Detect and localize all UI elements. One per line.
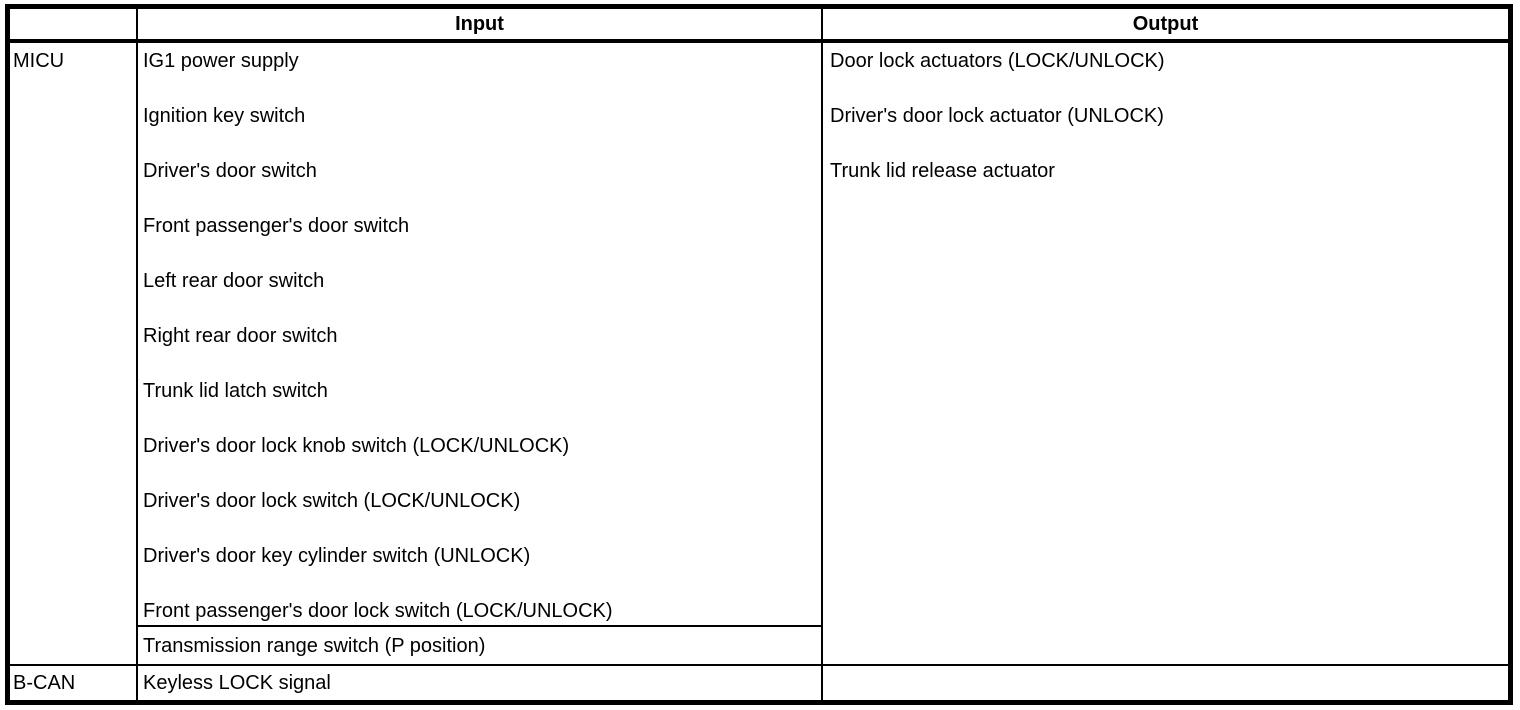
micu-output-item: Trunk lid release actuator [830,160,1055,182]
micu-input-item: IG1 power supply [143,50,299,72]
bcan-input-cell: Keyless LOCK signal [136,664,821,700]
micu-input-item: Driver's door lock switch (LOCK/UNLOCK) [143,490,521,512]
header-blank-cell [10,9,136,43]
micu-input-item: Driver's door switch [143,160,317,182]
micu-input-item: Driver's door key cylinder switch (UNLOC… [143,545,531,567]
bcan-output-cell [821,664,1508,700]
micu-input-item: Left rear door switch [143,270,325,292]
micu-input-item: Front passenger's door switch [143,215,410,237]
micu-output-item: Driver's door lock actuator (UNLOCK) [830,105,1164,127]
micu-output-list: Door lock actuators (LOCK/UNLOCK) Driver'… [821,43,1508,664]
row-label-bcan: B-CAN [10,664,136,700]
micu-input-item: Right rear door switch [143,325,338,347]
micu-input-item: Front passenger's door lock switch (LOCK… [143,600,613,622]
row-label-micu: MICU [13,50,65,72]
micu-input-item: Trunk lid latch switch [143,380,328,402]
micu-input-item: Driver's door lock knob switch (LOCK/UNL… [143,435,570,457]
micu-output-item: Door lock actuators (LOCK/UNLOCK) [830,50,1165,72]
header-input: Input [136,9,821,43]
header-output: Output [821,9,1508,43]
micu-input-subrow: Transmission range switch (P position) [136,627,821,664]
micu-input-item: Ignition key switch [143,105,306,127]
